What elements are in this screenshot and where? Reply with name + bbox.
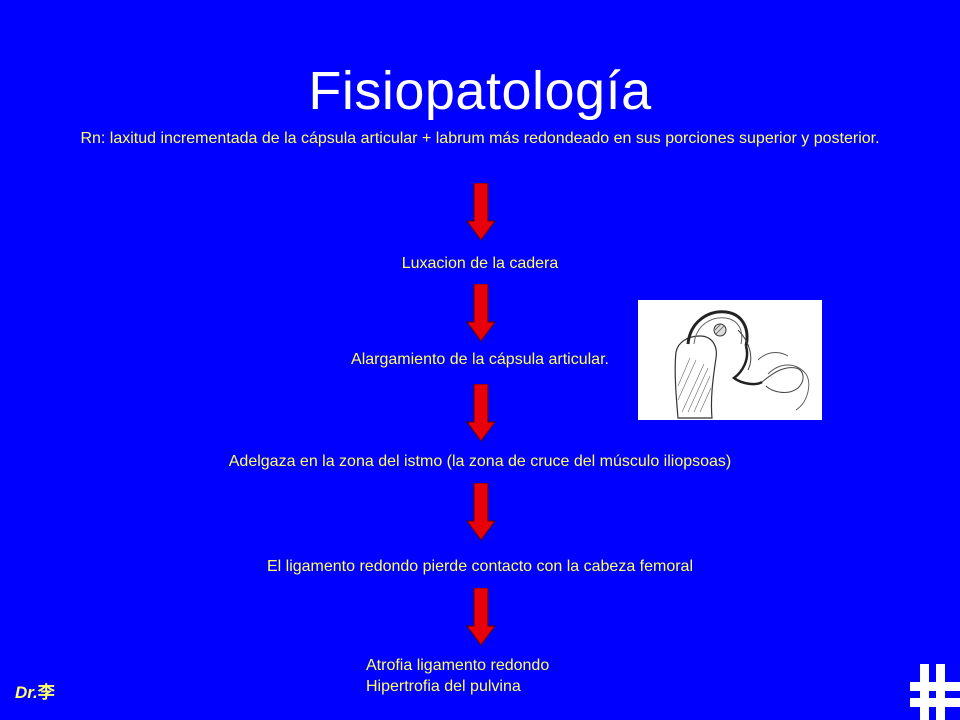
down-arrow-icon — [466, 483, 496, 541]
down-arrow-icon — [466, 588, 496, 646]
step-capsule-lengthening: Alargamiento de la cápsula articular. — [351, 351, 609, 368]
down-arrow-icon — [466, 384, 496, 442]
hip-joint-drawing-icon — [674, 310, 810, 419]
step-final: Atrofia ligamento redondo Hipertrofia de… — [366, 655, 626, 697]
step-cause: Rn: laxitud incrementada de la cápsula a… — [80, 130, 880, 147]
signature-name: 李 — [37, 683, 55, 702]
step-luxation: Luxacion de la cadera — [401, 255, 559, 272]
step-isthmus-thinning: Adelgaza en la zona del istmo (la zona d… — [228, 453, 732, 470]
step-final-line2: Hipertrofia del pulvina — [366, 678, 521, 695]
step-ligament-contact: El ligamento redondo pierde contacto con… — [266, 558, 694, 575]
down-arrow-icon — [466, 183, 496, 241]
down-arrow-icon — [466, 284, 496, 342]
step-final-line1: Atrofia ligamento redondo — [366, 657, 550, 674]
signature: Dr.李 — [15, 683, 55, 703]
slide-title: Fisiopatología — [308, 61, 652, 121]
cross-logo-icon — [910, 664, 960, 720]
hip-joint-figure — [638, 300, 822, 420]
signature-prefix: Dr. — [15, 683, 38, 702]
